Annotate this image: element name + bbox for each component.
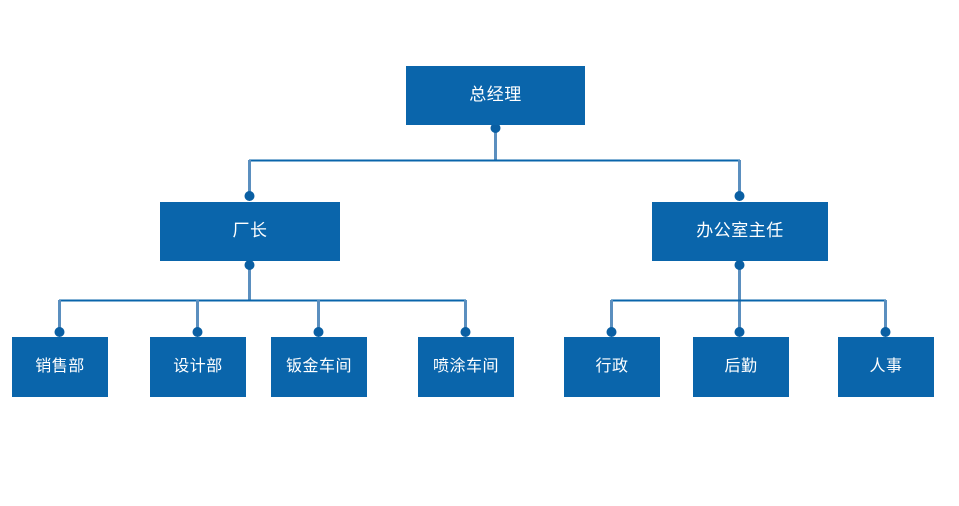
node-label: 销售部 <box>35 358 85 376</box>
node-sales-department[interactable]: 销售部 <box>12 337 108 397</box>
junction-dot-banjinchejian-top <box>313 327 324 337</box>
node-sheet-metal-workshop[interactable]: 钣金车间 <box>271 337 367 397</box>
junction-dot-bangongshi-top <box>734 191 745 201</box>
node-factory-director[interactable]: 厂长 <box>160 202 340 261</box>
junction-dot-xingzheng-top <box>606 327 617 337</box>
node-logistics[interactable]: 后勤 <box>693 337 789 397</box>
junction-dot-root-bottom <box>490 123 501 133</box>
node-label: 办公室主任 <box>696 221 784 241</box>
junction-dot-shejibu-top <box>192 327 203 337</box>
junction-dot-changzhang-bottom <box>244 260 255 270</box>
junction-dot-bangongshi-bottom <box>734 260 745 270</box>
node-office-director[interactable]: 办公室主任 <box>652 202 828 261</box>
junction-dot-pentuchejian-top <box>460 327 471 337</box>
node-label: 喷涂车间 <box>432 358 499 376</box>
node-label: 人事 <box>869 358 903 376</box>
node-design-department[interactable]: 设计部 <box>150 337 246 397</box>
node-painting-workshop[interactable]: 喷涂车间 <box>418 337 514 397</box>
node-general-manager[interactable]: 总经理 <box>406 66 585 125</box>
node-label: 设计部 <box>173 358 223 376</box>
junction-dot-houqin-top <box>734 327 745 337</box>
junction-dot-changzhang-top <box>244 191 255 201</box>
node-label: 后勤 <box>724 358 758 376</box>
node-label: 厂长 <box>232 221 268 241</box>
node-label: 钣金车间 <box>285 358 352 376</box>
node-human-resources[interactable]: 人事 <box>838 337 934 397</box>
junction-dot-renshi-top <box>880 327 891 337</box>
node-label: 总经理 <box>469 85 522 105</box>
node-administration[interactable]: 行政 <box>564 337 660 397</box>
node-label: 行政 <box>595 358 629 376</box>
junction-dot-xiaoshoubu-top <box>54 327 65 337</box>
